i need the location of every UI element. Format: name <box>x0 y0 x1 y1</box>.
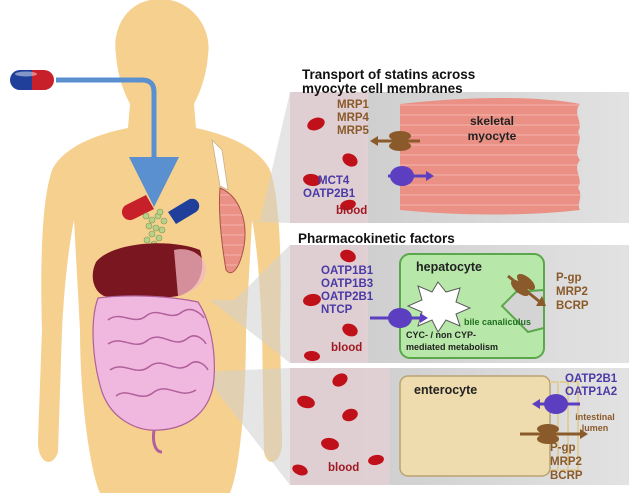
intestine-blood-label: blood <box>328 462 360 474</box>
transporter-oatp-intestine <box>532 394 580 414</box>
mrp4-label: MRP4 <box>337 112 369 124</box>
liver-icon <box>92 243 206 299</box>
ingestion-arrow <box>56 77 179 207</box>
oatp1b1-label: OATP1B1 <box>321 265 374 277</box>
muscle-section-title-line1: Transport of statins across <box>302 67 476 82</box>
oatp2b1-liver-label: OATP2B1 <box>321 291 374 303</box>
mrp1-label: MRP1 <box>337 99 369 111</box>
oatp1b3-label: OATP1B3 <box>321 278 374 290</box>
enterocyte-cell <box>399 375 579 477</box>
liver-section-title: Pharmacokinetic factors <box>298 231 455 246</box>
bcrp-intestine-label: BCRP <box>550 470 583 482</box>
oatp2b1-intestine-label: OATP2B1 <box>565 373 618 385</box>
bile-canaliculus-label: bile canaliculus <box>464 317 532 327</box>
transporter-pgp-liver <box>507 273 546 306</box>
muscle-section-title-line2: myocyte cell membranes <box>302 81 463 96</box>
mct4-label: MCT4 <box>318 175 350 187</box>
enterocyte-label: enterocyte <box>414 383 478 397</box>
red-blood-cells <box>292 117 384 476</box>
open-capsule-icon <box>121 195 200 248</box>
oatp1a2-label: OATP1A2 <box>565 386 618 398</box>
bcrp-liver-label: BCRP <box>556 300 589 312</box>
oatp2b1-muscle-label: OATP2B1 <box>303 188 356 200</box>
mrp2-intestine-label: MRP2 <box>550 456 582 468</box>
pgp-liver-label: P-gp <box>556 272 582 284</box>
ntcp-label: NTCP <box>321 304 353 316</box>
transporter-mct4 <box>388 166 434 186</box>
transporter-mrp-muscle <box>370 131 420 151</box>
hepatocyte-label: hepatocyte <box>416 260 482 274</box>
pgp-intestine-label: P-gp <box>550 442 576 454</box>
skeletal-myocyte-cell <box>400 98 581 215</box>
intestine-icon <box>92 295 215 454</box>
metabolism-label-line1: CYC- / non CYP- <box>406 330 476 340</box>
arm-muscle-icon <box>211 138 246 274</box>
transporter-oatp-liver <box>370 308 428 328</box>
metabolism-label-line2: mediated metabolism <box>406 342 499 352</box>
mrp2-liver-label: MRP2 <box>556 286 588 298</box>
mrp5-label: MRP5 <box>337 125 369 137</box>
transporter-pgp-intestine <box>520 424 588 444</box>
myocyte-label-line1: skeletal <box>469 114 515 128</box>
liver-blood-label: blood <box>331 342 363 354</box>
myocyte-label-line2: myocyte <box>467 129 517 143</box>
intestinal-lumen-label-line1: intestinal <box>575 412 615 422</box>
intestinal-lumen-label-line2: lumen <box>581 423 609 433</box>
capsule-icon <box>10 70 54 90</box>
muscle-blood-label: blood <box>336 205 368 217</box>
